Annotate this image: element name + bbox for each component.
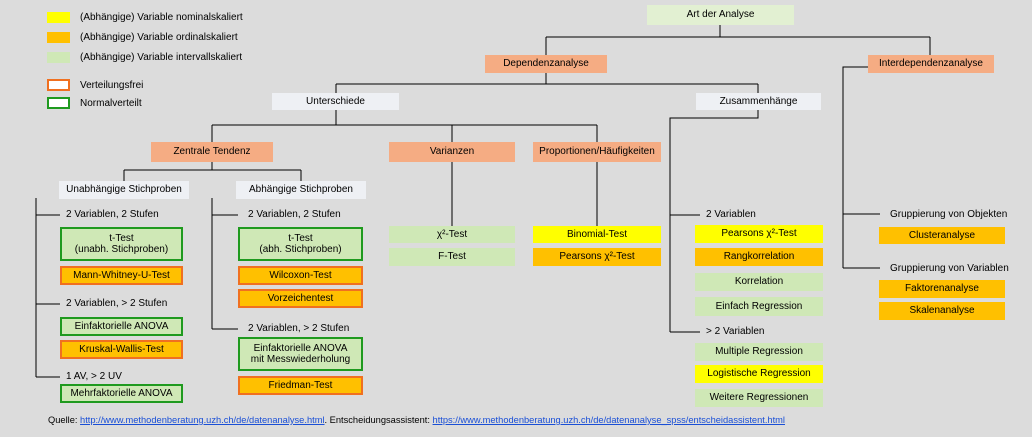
- test-binomial: Binomial-Test: [533, 226, 661, 243]
- test-anova-messwiederholung-line1: Einfaktorielle ANOVA: [253, 342, 348, 354]
- legend-interval-label: (Abhängige) Variable intervallskaliert: [80, 52, 243, 63]
- zus-group-2v: 2 Variablen: [706, 209, 756, 220]
- node-unabhaengige-stichproben: Unabhängige Stichproben: [59, 181, 189, 199]
- legend-swatch-free: [47, 79, 70, 91]
- test-f-test: F-Test: [389, 248, 515, 266]
- source-prefix: Quelle:: [48, 415, 81, 425]
- node-proportionen: Proportionen/Häufigkeiten: [533, 142, 661, 162]
- legend-swatch-nominal: [47, 12, 70, 23]
- test-t-test-unabh-line2: (unabh. Stichproben): [74, 244, 169, 255]
- legend-swatch-interval: [47, 52, 70, 63]
- node-interdependenzanalyse: Interdependenzanalyse: [868, 55, 994, 73]
- unabh-group-1av: 1 AV, > 2 UV: [66, 371, 122, 382]
- legend-free-label: Verteilungsfrei: [80, 80, 144, 91]
- source-middle: . Entscheidungsassistent:: [324, 415, 433, 425]
- test-einfach-regression: Einfach Regression: [695, 297, 823, 316]
- test-vorzeichentest: Vorzeichentest: [238, 289, 363, 308]
- source-line: Quelle: http://www.methodenberatung.uzh.…: [48, 414, 785, 426]
- unabh-group-2v2s: 2 Variablen, 2 Stufen: [66, 209, 159, 220]
- node-varianzen: Varianzen: [389, 142, 515, 162]
- test-pearson-chi-zusammenhaenge: Pearsons χ²-Test: [695, 225, 823, 243]
- test-anova-messwiederholung-line2: mit Messwiederholung: [250, 354, 351, 365]
- test-t-test-unabh: t-Test (unabh. Stichproben): [60, 227, 183, 261]
- test-skalenanalyse: Skalenanalyse: [879, 302, 1005, 320]
- legend-nominal-label: (Abhängige) Variable nominalskaliert: [80, 12, 243, 23]
- test-t-test-abh-line2: (abh. Stichproben): [259, 244, 342, 255]
- source-link-datenanalyse[interactable]: http://www.methodenberatung.uzh.ch/de/da…: [80, 415, 325, 425]
- source-link-entscheidassistent[interactable]: https://www.methodenberatung.uzh.ch/de/d…: [432, 415, 785, 425]
- test-friedman: Friedman-Test: [238, 376, 363, 395]
- node-abhaengige-stichproben: Abhängige Stichproben: [236, 181, 366, 199]
- test-rangkorrelation: Rangkorrelation: [695, 248, 823, 266]
- test-faktorenanalyse: Faktorenanalyse: [879, 280, 1005, 298]
- test-einfaktorielle-anova: Einfaktorielle ANOVA: [60, 317, 183, 336]
- legend-ordinal-label: (Abhängige) Variable ordinalskaliert: [80, 32, 238, 43]
- test-multiple-regression: Multiple Regression: [695, 343, 823, 361]
- abh-group-2v2s: 2 Variablen, 2 Stufen: [248, 209, 341, 220]
- inter-group-variablen: Gruppierung von Variablen: [890, 263, 1009, 274]
- test-wilcoxon: Wilcoxon-Test: [238, 266, 363, 285]
- test-t-test-abh: t-Test (abh. Stichproben): [238, 227, 363, 261]
- test-pearson-chi-proportionen: Pearsons χ²-Test: [533, 248, 661, 266]
- test-mehrfaktorielle-anova: Mehrfaktorielle ANOVA: [60, 384, 183, 403]
- legend-swatch-ordinal: [47, 32, 70, 43]
- node-zentrale-tendenz: Zentrale Tendenz: [151, 142, 273, 162]
- test-kruskal-wallis: Kruskal-Wallis-Test: [60, 340, 183, 359]
- abh-group-2vmehr: 2 Variablen, > 2 Stufen: [248, 323, 350, 334]
- test-t-test-unabh-line1: t-Test: [109, 232, 134, 244]
- node-unterschiede: Unterschiede: [272, 93, 399, 110]
- zus-group-mehr: > 2 Variablen: [706, 326, 765, 337]
- node-dependenzanalyse: Dependenzanalyse: [485, 55, 607, 73]
- test-mann-whitney: Mann-Whitney-U-Test: [60, 266, 183, 285]
- test-weitere-regressionen: Weitere Regressionen: [695, 389, 823, 407]
- test-logistische-regression: Logistische Regression: [695, 365, 823, 383]
- legend-normal-label: Normalverteilt: [80, 98, 142, 109]
- test-anova-messwiederholung: Einfaktorielle ANOVA mit Messwiederholun…: [238, 337, 363, 371]
- node-zusammenhaenge: Zusammenhänge: [696, 93, 821, 110]
- test-t-test-abh-line1: t-Test: [288, 232, 313, 244]
- test-korrelation: Korrelation: [695, 273, 823, 291]
- unabh-group-2vmehr: 2 Variablen, > 2 Stufen: [66, 298, 168, 309]
- test-chi-quadrat: χ²-Test: [389, 226, 515, 243]
- inter-group-objekte: Gruppierung von Objekten: [890, 209, 1008, 220]
- legend-swatch-normal: [47, 97, 70, 109]
- node-art-der-analyse: Art der Analyse: [647, 5, 794, 25]
- test-clusteranalyse: Clusteranalyse: [879, 227, 1005, 244]
